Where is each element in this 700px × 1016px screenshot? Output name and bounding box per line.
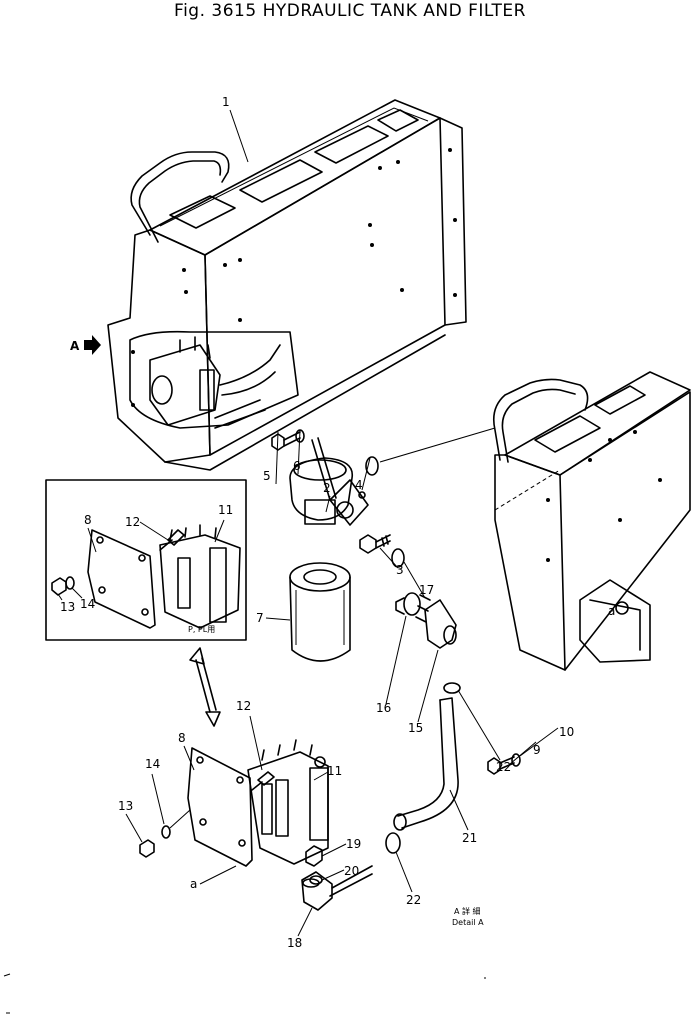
figure-title: Fig. 3615 HYDRAULIC TANK AND FILTER <box>174 1 526 21</box>
callout-10: 10 <box>559 725 574 739</box>
callout-7: 7 <box>256 611 264 625</box>
plug-3 <box>359 534 391 554</box>
callout-3: 3 <box>396 563 404 577</box>
inset-valve-assembly <box>51 524 241 629</box>
callout-20: 20 <box>344 864 359 878</box>
nut-16 <box>395 592 421 616</box>
callout-15: 15 <box>408 721 423 735</box>
elbow-15 <box>415 594 457 649</box>
callout-13-main: 13 <box>118 799 133 813</box>
callout-8-inset: 8 <box>84 513 92 527</box>
o-ring-17 <box>391 548 405 568</box>
bolt-12 <box>251 771 275 791</box>
callout-9: 9 <box>533 743 541 757</box>
filter-head-2 <box>289 437 369 526</box>
view-arrow-a: A <box>70 335 101 355</box>
double-arrow <box>189 647 221 727</box>
clamp-22-lower <box>385 832 401 854</box>
callout-12-main: 12 <box>236 699 251 713</box>
callout-22-lower: 22 <box>406 893 421 907</box>
inset-box <box>45 479 247 641</box>
callout-a-tank: a <box>608 604 615 618</box>
callout-18: 18 <box>287 936 302 950</box>
washer-10 <box>511 753 521 767</box>
view-marker-label: A <box>70 339 80 353</box>
callout-11-inset: 11 <box>218 503 233 517</box>
callout-2: 2 <box>323 481 331 495</box>
detail-label-en: Detail A <box>452 918 484 927</box>
clamp-22-upper <box>443 682 461 694</box>
inset-note: P, PL用 <box>188 625 215 634</box>
mounting-plate-8 <box>187 747 253 867</box>
filter-element-7 <box>289 562 351 662</box>
hose-21 <box>393 697 459 831</box>
callout-4: 4 <box>355 478 363 492</box>
callout-5: 5 <box>263 469 271 483</box>
callout-1: 1 <box>222 95 230 109</box>
callout-21: 21 <box>462 831 477 845</box>
callout-14-inset: 14 <box>80 597 95 611</box>
callout-14-main: 14 <box>145 757 160 771</box>
callout-13-inset: 13 <box>60 600 75 614</box>
callout-11-main: 11 <box>327 764 342 778</box>
callout-8-main: 8 <box>178 731 186 745</box>
nut-19 <box>305 845 323 867</box>
nut-13 <box>139 839 155 858</box>
elbow-18 <box>301 865 373 911</box>
detail-label-jp: A 詳 細 <box>454 906 481 916</box>
o-ring-4 <box>365 456 379 476</box>
hydraulic-tank-detail-view <box>492 371 691 671</box>
callout-12-inset: 12 <box>125 515 140 529</box>
callout-19: 19 <box>346 837 361 851</box>
callout-a-plate: a <box>190 877 197 891</box>
control-valve-11 <box>247 739 329 865</box>
callout-16: 16 <box>376 701 391 715</box>
hydraulic-tank-main <box>107 99 467 471</box>
washer-14 <box>161 825 171 839</box>
